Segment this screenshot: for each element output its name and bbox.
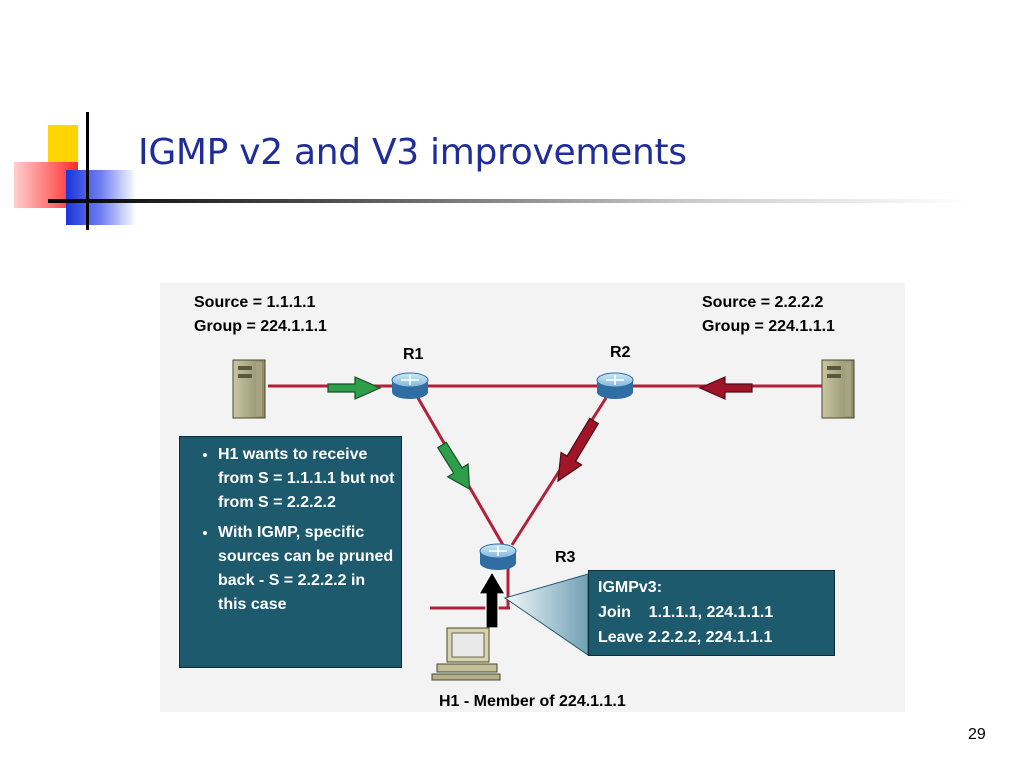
title-underline (48, 199, 968, 203)
green-arrow-icon (327, 376, 382, 400)
page-number: 29 (968, 726, 986, 743)
source2-group-label: Group = 224.1.1.1 (702, 318, 835, 335)
logo-vertical-line (86, 112, 89, 230)
callout-pointer (503, 573, 589, 656)
computer-icon (431, 627, 501, 681)
router-r1-label: R1 (403, 346, 424, 363)
source1-address-label: Source = 1.1.1.1 (194, 294, 316, 311)
note-item: With IGMP, specific sources can be prune… (218, 521, 395, 617)
server-icon (232, 359, 266, 419)
source1-group-label: Group = 224.1.1.1 (194, 318, 327, 335)
igmp-leave-line: Leave 2.2.2.2, 224.1.1.1 (598, 629, 773, 646)
router-r2-label: R2 (610, 344, 631, 361)
source2-address-label: Source = 2.2.2.2 (702, 294, 824, 311)
green-arrow-icon (436, 441, 471, 491)
explanation-box: H1 wants to receive from S = 1.1.1.1 but… (179, 436, 402, 668)
server-icon (821, 359, 855, 419)
red-arrow-icon (557, 417, 600, 483)
router-r3-label: R3 (555, 549, 576, 566)
router-r2-icon (596, 372, 634, 399)
igmp-header: IGMPv3: (598, 579, 663, 596)
logo-blue-square (66, 170, 136, 225)
igmp-join-line: Join 1.1.1.1, 224.1.1.1 (598, 604, 774, 621)
host-label: H1 - Member of 224.1.1.1 (439, 693, 626, 710)
igmp-message-box: IGMPv3: Join 1.1.1.1, 224.1.1.1 Leave 2.… (588, 570, 835, 656)
router-r3-icon (479, 543, 517, 570)
router-r1-icon (391, 372, 429, 399)
red-arrow-icon (698, 376, 753, 400)
slide-title: IGMP v2 and V3 improvements (138, 132, 687, 173)
note-item: H1 wants to receive from S = 1.1.1.1 but… (218, 443, 395, 515)
black-arrow-icon (477, 570, 507, 629)
